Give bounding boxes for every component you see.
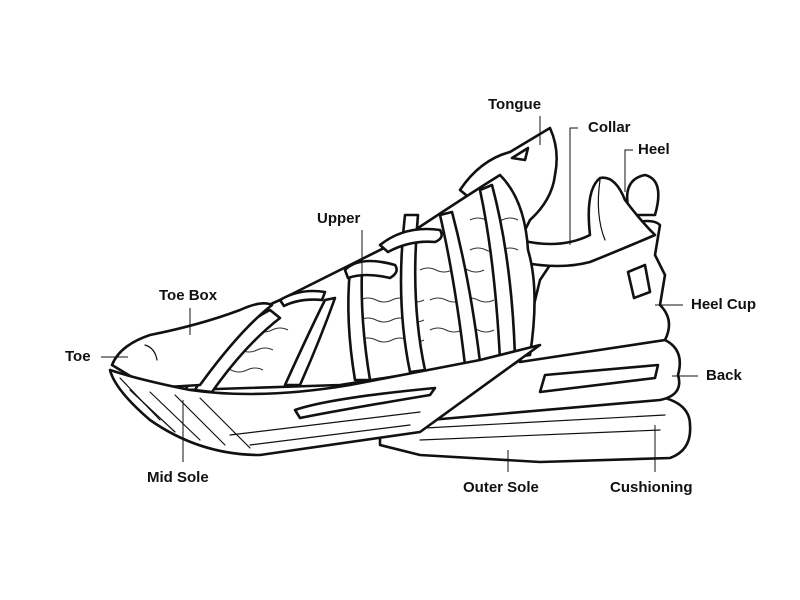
mid-sole-shape xyxy=(108,343,542,457)
mid-sole-texture xyxy=(119,377,421,449)
toe-box-shape xyxy=(110,302,274,390)
label-back: Back xyxy=(706,367,742,384)
label-heel: Heel xyxy=(638,141,670,158)
label-outer-sole: Outer Sole xyxy=(463,479,539,496)
leader-lines xyxy=(101,116,698,472)
collar-shape xyxy=(518,176,657,268)
heel-shape xyxy=(625,173,660,217)
label-heel-cup: Heel Cup xyxy=(691,296,757,313)
label-upper: Upper xyxy=(317,210,361,227)
label-collar: Collar xyxy=(588,119,631,136)
label-tongue: Tongue xyxy=(488,96,542,113)
label-cushioning: Cushioning xyxy=(610,479,693,496)
label-mid-sole: Mid Sole xyxy=(147,469,209,486)
label-toe: Toe xyxy=(65,348,91,365)
label-toe-box: Toe Box xyxy=(159,287,218,304)
